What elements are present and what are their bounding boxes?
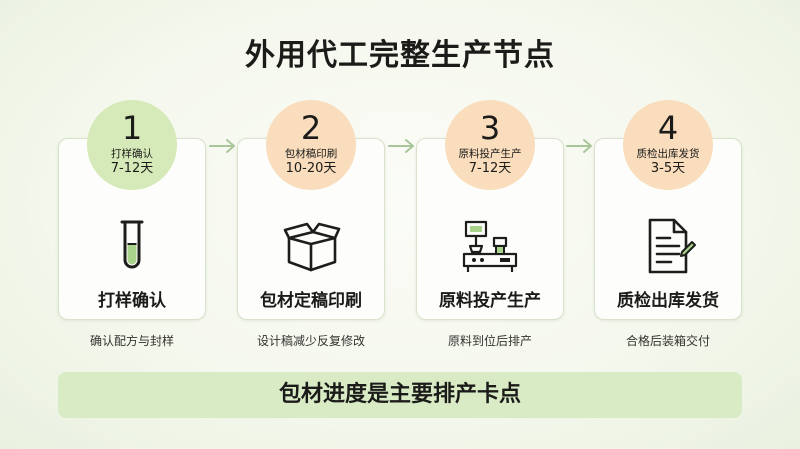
step-circle-title: 质检出库发货 [636, 148, 700, 160]
arrow-right-icon [209, 139, 235, 153]
step-duration: 10-20天 [285, 161, 337, 176]
production-machine-icon [462, 220, 518, 272]
step-circle-title: 包材稿印刷 [284, 148, 338, 160]
arrow-right-icon [566, 139, 592, 153]
step-duration: 7-12天 [468, 161, 512, 176]
step-circle: 4 质检出库发货 3-5天 [623, 100, 713, 190]
step-description: 确认配方与封样 [89, 334, 174, 348]
step-duration: 3-5天 [650, 161, 686, 176]
box-icon [283, 222, 341, 272]
arrow-right-icon [388, 139, 414, 153]
step-label: 包材定稿印刷 [260, 291, 362, 311]
step-circle: 1 打样确认 7-12天 [87, 100, 177, 190]
page-title: 外用代工完整生产节点 [245, 38, 555, 73]
step-description: 原料到位后排产 [447, 334, 532, 348]
step-duration: 7-12天 [110, 161, 154, 176]
step-label: 打样确认 [98, 291, 166, 311]
step-circle-title: 原料投产生产 [458, 148, 522, 160]
summary-banner: 包材进度是主要排产卡点 [58, 372, 742, 418]
step-3: 3 原料投产生产 7-12天 原料投产生产 原料到位后排产 [416, 100, 564, 348]
step-4: 4 质检出库发货 3-5天 质检出库发货 合格后装箱交付 [594, 100, 742, 348]
step-1: 1 打样确认 7-12天 打样确认 确认配方与封样 [58, 100, 206, 348]
step-circle: 3 原料投产生产 7-12天 [445, 100, 535, 190]
step-label: 原料投产生产 [439, 291, 541, 311]
step-circle-title: 打样确认 [111, 148, 153, 160]
step-description: 合格后装箱交付 [625, 334, 710, 348]
step-description: 设计稿减少反复修改 [256, 334, 365, 348]
document-icon [648, 218, 696, 274]
step-circle: 2 包材稿印刷 10-20天 [266, 100, 356, 190]
step-number: 4 [657, 109, 679, 147]
step-label: 质检出库发货 [617, 291, 719, 311]
step-number: 1 [121, 109, 143, 147]
step-2: 2 包材稿印刷 10-20天 包材定稿印刷 设计稿减少反复修改 [237, 100, 385, 348]
test-tube-icon [120, 220, 144, 269]
step-number: 3 [479, 109, 501, 147]
step-number: 2 [300, 109, 322, 147]
